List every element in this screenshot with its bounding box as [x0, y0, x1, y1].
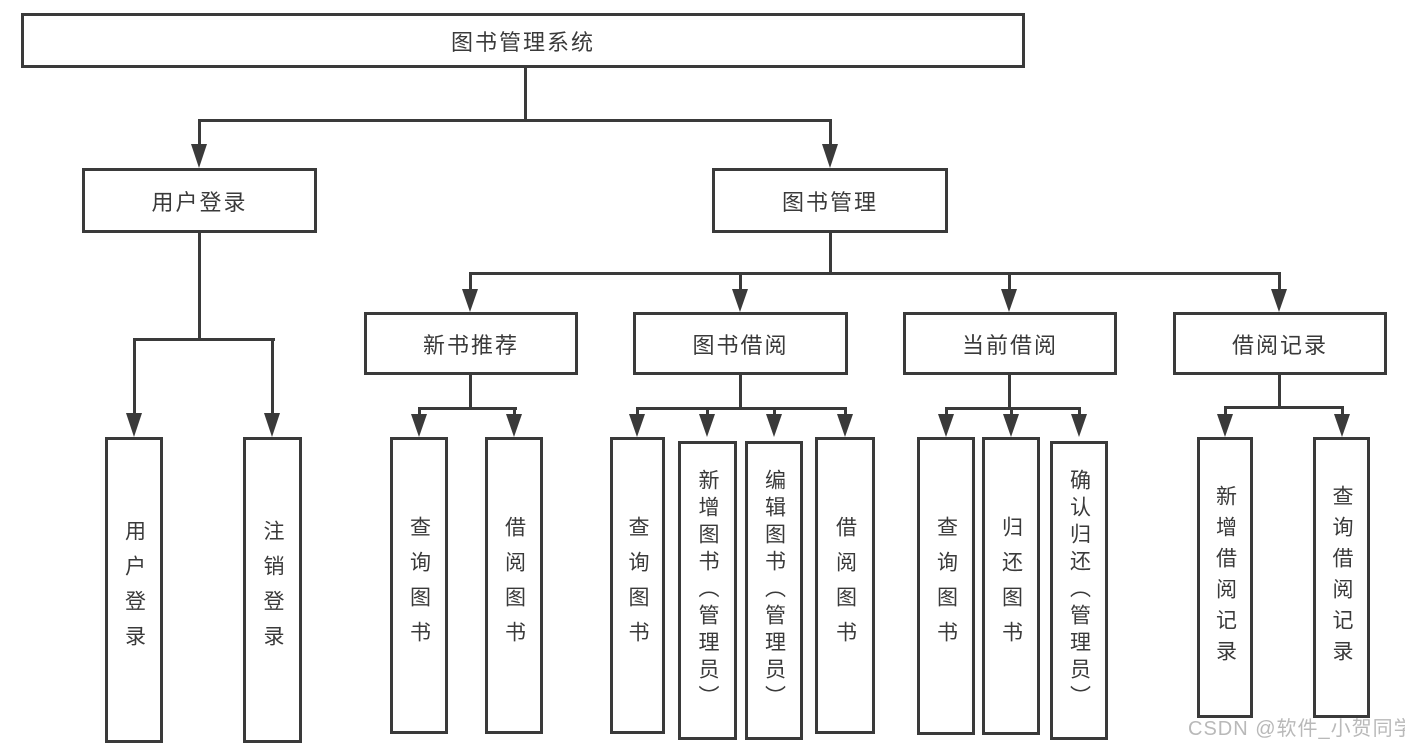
node-label: 借阅记录 — [1231, 332, 1328, 358]
leaf-borrow-books: 借阅图书 — [815, 437, 875, 734]
leaf-edit-books-admin: 编辑图书（管理员） — [745, 441, 803, 740]
leaf-return-books: 归还图书 — [982, 437, 1040, 735]
node-label: 当前借阅 — [961, 332, 1058, 358]
arrow-down-icon — [837, 414, 853, 437]
connector-line — [198, 119, 201, 149]
leaf-confirm-return-admin: 确认归还（管理员） — [1050, 441, 1108, 740]
connector-line — [524, 66, 527, 119]
connector-line — [198, 231, 201, 338]
connector-line — [469, 373, 472, 407]
leaf-borrow-books: 借阅图书 — [485, 437, 543, 734]
node-book-management: 图书管理 — [712, 168, 948, 233]
connector-line — [945, 407, 948, 419]
leaf-query-borrow-record: 查询借阅记录 — [1313, 437, 1370, 718]
connector-line — [133, 338, 275, 341]
connector-line — [829, 231, 832, 272]
node-label: 图书借阅 — [692, 332, 789, 358]
leaf-user-login: 用户登录 — [105, 437, 163, 743]
arrow-down-icon — [938, 414, 954, 437]
node-label: 新书推荐 — [422, 332, 519, 358]
connector-line — [706, 407, 709, 419]
leaf-label: 查询借阅记录 — [1330, 484, 1353, 671]
connector-line — [1010, 407, 1013, 419]
arrow-down-icon — [629, 414, 645, 437]
leaf-label: 借阅图书 — [833, 515, 857, 656]
node-current-borrow: 当前借阅 — [903, 312, 1117, 375]
arrow-down-icon — [191, 144, 207, 168]
connector-line — [469, 272, 472, 292]
connector-line — [636, 407, 639, 419]
arrow-down-icon — [822, 144, 838, 168]
node-book-borrow: 图书借阅 — [633, 312, 848, 375]
arrow-down-icon — [264, 413, 280, 437]
connector-line — [1008, 373, 1011, 407]
leaf-label: 编辑图书（管理员） — [762, 469, 786, 712]
node-borrow-records: 借阅记录 — [1173, 312, 1387, 375]
arrow-down-icon — [732, 289, 748, 312]
connector-line — [418, 407, 517, 410]
arrow-down-icon — [1217, 414, 1233, 437]
connector-line — [513, 407, 516, 419]
arrow-down-icon — [766, 414, 782, 437]
connector-line — [844, 407, 847, 419]
arrow-down-icon — [1271, 289, 1287, 312]
arrow-down-icon — [1001, 289, 1017, 312]
arrow-down-icon — [506, 414, 522, 437]
connector-line — [198, 119, 832, 122]
node-root: 图书管理系统 — [21, 13, 1025, 68]
connector-line — [1008, 272, 1011, 292]
node-label: 用户登录 — [151, 189, 248, 215]
node-label: 图书管理系统 — [450, 29, 595, 55]
connector-line — [469, 272, 1281, 275]
leaf-add-books-admin: 新增图书（管理员） — [678, 441, 737, 740]
connector-line — [1224, 406, 1344, 409]
connector-line — [829, 119, 832, 149]
connector-line — [945, 407, 1081, 410]
connector-line — [1278, 272, 1281, 292]
node-label: 图书管理 — [781, 189, 878, 215]
connector-line — [773, 407, 776, 419]
leaf-label: 归还图书 — [999, 516, 1023, 656]
leaf-label: 确认归还（管理员） — [1067, 469, 1091, 712]
leaf-label: 查询图书 — [934, 516, 958, 656]
node-user-login: 用户登录 — [82, 168, 317, 233]
leaf-add-borrow-record: 新增借阅记录 — [1197, 437, 1253, 718]
leaf-label: 注销登录 — [261, 520, 284, 660]
arrow-down-icon — [1071, 414, 1087, 437]
node-new-book-recommend: 新书推荐 — [364, 312, 578, 375]
connector-line — [1278, 373, 1281, 406]
arrow-down-icon — [462, 289, 478, 312]
leaf-query-books: 查询图书 — [610, 437, 665, 734]
connector-line — [1341, 406, 1344, 419]
connector-line — [739, 272, 742, 292]
connector-line — [418, 407, 421, 419]
leaf-label: 借阅图书 — [502, 515, 526, 656]
arrow-down-icon — [1003, 414, 1019, 437]
watermark-text: CSDN @软件_小贺同学 — [1188, 718, 1405, 740]
connector-line — [133, 338, 136, 418]
connector-line — [1078, 407, 1081, 419]
arrow-down-icon — [126, 413, 142, 437]
leaf-label: 新增借阅记录 — [1213, 484, 1237, 671]
connector-line — [1224, 406, 1227, 419]
leaf-label: 查询图书 — [407, 515, 431, 656]
arrow-down-icon — [699, 414, 715, 437]
connector-line — [271, 338, 274, 418]
connector-line — [739, 373, 742, 407]
leaf-logout-login: 注销登录 — [243, 437, 302, 743]
connector-line — [636, 407, 846, 410]
arrow-down-icon — [1334, 414, 1350, 437]
leaf-label: 新增图书（管理员） — [696, 469, 719, 712]
arrow-down-icon — [411, 414, 427, 437]
leaf-query-books: 查询图书 — [390, 437, 448, 734]
leaf-query-books: 查询图书 — [917, 437, 975, 735]
leaf-label: 用户登录 — [122, 520, 146, 660]
leaf-label: 查询图书 — [626, 515, 649, 656]
